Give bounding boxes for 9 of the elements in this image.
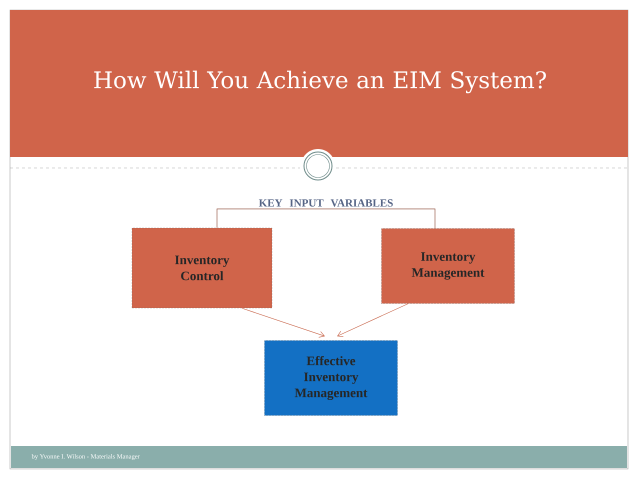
- arrow: [242, 308, 325, 338]
- input-box: Inventory Control: [132, 228, 272, 308]
- input-box: Inventory Management: [381, 228, 515, 304]
- bracket-line: [326, 208, 436, 229]
- result-box: Effective Inventory Management: [264, 340, 398, 416]
- heading: KEY INPUT VARIABLES: [258, 199, 393, 207]
- arrow: [337, 303, 408, 337]
- title: How Will You Achieve an EIM System?: [94, 70, 546, 94]
- bracket-line: [216, 208, 326, 228]
